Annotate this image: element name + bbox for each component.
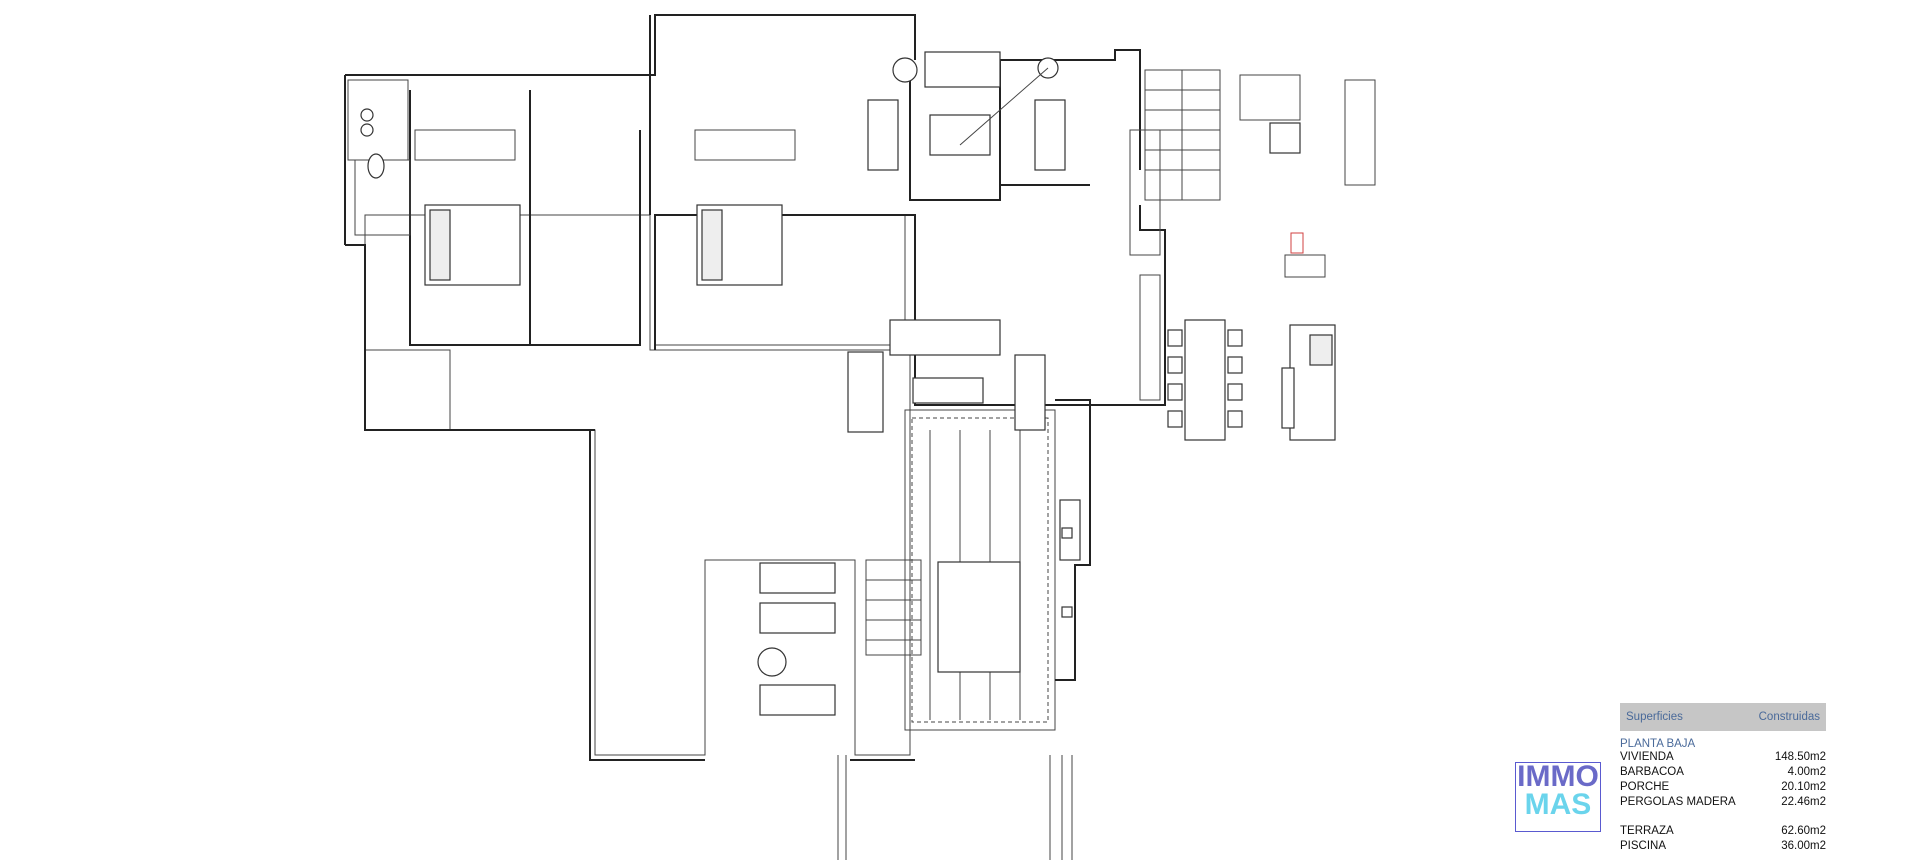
area-table: Superficies Construidas PLANTA BAJA VIVI… — [1620, 703, 1826, 854]
terrace-deck — [345, 214, 915, 761]
row-label: PORCHE — [1620, 781, 1670, 793]
table-row: PISCINA 36.00m2 — [1620, 839, 1826, 854]
outdoor-dining-table — [937, 561, 1021, 673]
pergola — [904, 409, 1056, 731]
row-label: VIVIENDA — [1620, 751, 1674, 763]
living-room — [867, 51, 1066, 171]
area-table-header: Superficies Construidas — [1620, 703, 1826, 731]
header-surfaces: Superficies — [1626, 711, 1683, 723]
kitchen-dining — [1167, 254, 1336, 441]
floor-label: PLANTA BAJA — [1620, 738, 1696, 750]
row-value: 22.46m2 — [1781, 796, 1826, 808]
row-value: 36.00m2 — [1781, 840, 1826, 852]
table-row: VIVIENDA 148.50m2 — [1620, 750, 1826, 765]
walls — [344, 14, 1166, 406]
row-value: 20.10m2 — [1781, 781, 1826, 793]
bathroom-left — [347, 79, 411, 236]
table-row: PORCHE 20.10m2 — [1620, 780, 1826, 795]
header-built: Construidas — [1758, 711, 1820, 723]
barbecue — [1055, 399, 1091, 681]
row-label: PERGOLAS MADERA — [1620, 796, 1736, 808]
row-label: TERRAZA — [1620, 825, 1674, 837]
bedroom-1 — [414, 129, 521, 286]
stairs — [837, 69, 1221, 860]
bedroom-2 — [694, 129, 796, 286]
row-value: 62.60m2 — [1781, 825, 1826, 837]
bathroom-right — [1239, 74, 1376, 254]
row-value: 4.00m2 — [1787, 766, 1826, 778]
table-row: TERRAZA 62.60m2 — [1620, 824, 1826, 839]
sofa — [924, 51, 1001, 88]
table-row: PERGOLAS MADERA 22.46m2 — [1620, 795, 1826, 810]
row-value: 148.50m2 — [1774, 751, 1826, 763]
row-label: PISCINA — [1620, 840, 1667, 852]
dining-table — [1184, 319, 1226, 441]
porch-furniture — [847, 319, 1046, 433]
level-marker — [1290, 232, 1304, 254]
table-row: BARBACOA 4.00m2 — [1620, 765, 1826, 780]
coffee-table — [929, 114, 991, 156]
sofa — [889, 319, 1001, 356]
row-label: BARBACOA — [1620, 766, 1684, 778]
loungers — [757, 562, 836, 716]
